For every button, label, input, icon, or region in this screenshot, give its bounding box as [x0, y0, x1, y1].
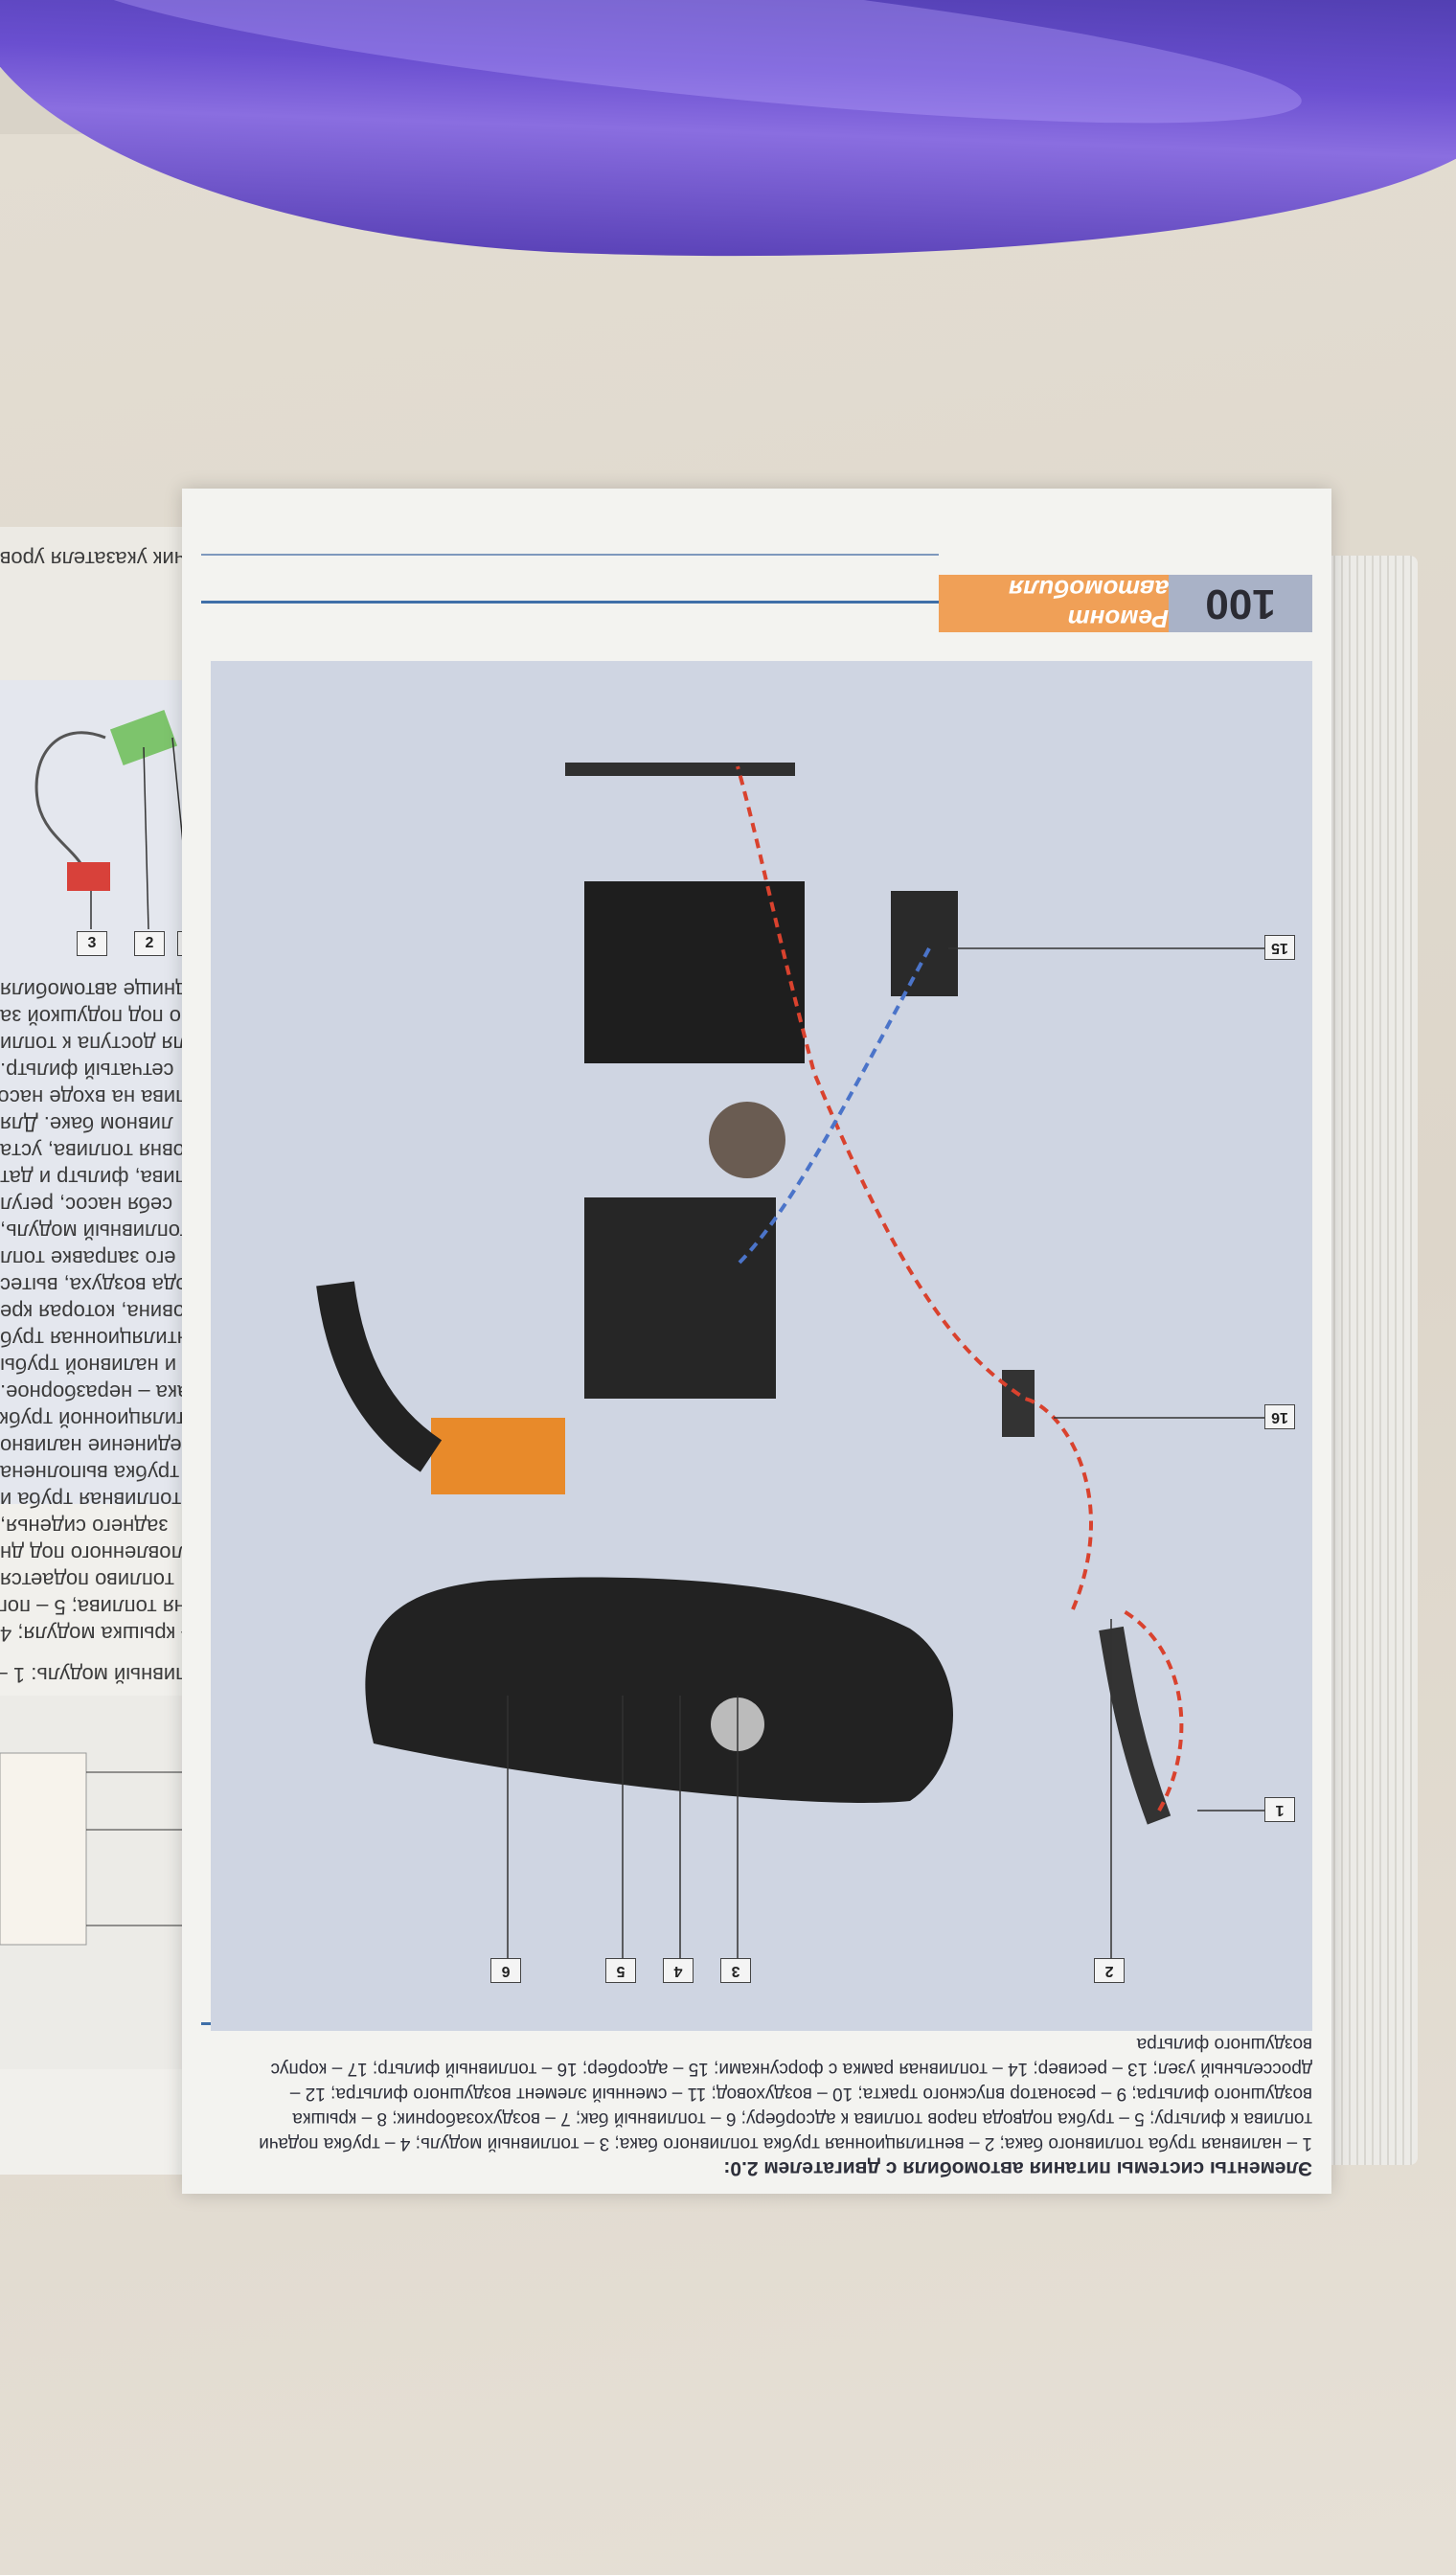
caption-title: Элементы системы питания автомобиля с дв… [723, 2157, 1312, 2179]
air-intake [431, 1418, 565, 1494]
fuel-filter [1002, 1370, 1035, 1437]
fuel-rail [565, 763, 795, 776]
air-filter-housing [584, 1197, 776, 1399]
section-title: Ремонт автомобиля [939, 575, 1169, 633]
book-page: Элементы системы питания автомобиля с дв… [182, 489, 1331, 2194]
callout-5: 5 [605, 1958, 636, 1983]
callout-15: 15 [1264, 935, 1295, 960]
adsorber [891, 891, 958, 996]
caption-body: 1 – наливная труба топливного бака; 2 – … [259, 2034, 1312, 2153]
air-duct [316, 1281, 443, 1472]
vapor-line [736, 947, 931, 1266]
fuel-line [736, 765, 1093, 1610]
left-callout-3: 3 [77, 931, 107, 956]
callout-2: 2 [1094, 1958, 1125, 1983]
callout-3: 3 [720, 1958, 751, 1983]
page-footer: Ремонт автомобиля 100 [201, 527, 1312, 642]
left-callout-2: 2 [134, 931, 165, 956]
intake-manifold [584, 881, 805, 1063]
filler-neck [1099, 1626, 1172, 1825]
callout-6: 6 [490, 1958, 521, 1983]
callout-16: 16 [1264, 1404, 1295, 1429]
callout-4: 4 [663, 1958, 694, 1983]
footer-rule [201, 601, 939, 604]
callout-1: 1 [1264, 1797, 1295, 1822]
page-number: 100 [1169, 575, 1312, 632]
figure-caption: Элементы системы питания автомобиля с дв… [201, 2015, 1312, 2180]
fuel-tank [365, 1577, 953, 1803]
throttle-body [709, 1102, 785, 1178]
fuel-system-figure: 1 2 3 4 5 6 15 16 [211, 661, 1312, 2031]
vent-line [1120, 1607, 1184, 1812]
footer-rule-thin [201, 554, 939, 556]
